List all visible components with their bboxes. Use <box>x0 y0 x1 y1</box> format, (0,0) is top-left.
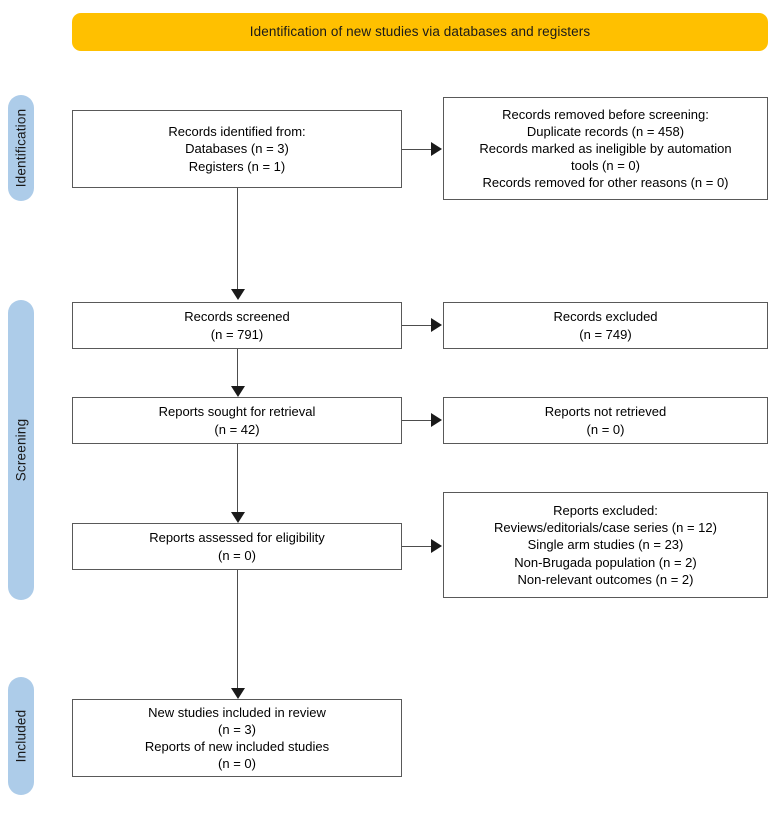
arrowhead-identified-to-screened <box>231 289 245 300</box>
box-records-identified: Records identified from: Databases (n = … <box>72 110 402 188</box>
arrowhead-sought-to-assessed <box>231 512 245 523</box>
box-reports-assessed: Reports assessed for eligibility (n = 0) <box>72 523 402 570</box>
box-reports-sought: Reports sought for retrieval (n = 42) <box>72 397 402 444</box>
arrowhead-sought-to-not-retrieved <box>431 413 442 427</box>
connector-screened-to-sought <box>237 349 238 388</box>
arrowhead-assessed-to-excluded <box>431 539 442 553</box>
connector-screened-to-excluded <box>402 325 432 326</box>
box-new-studies-included: New studies included in review (n = 3) R… <box>72 699 402 777</box>
arrowhead-identified-to-removed <box>431 142 442 156</box>
stage-pill-included: Included <box>8 677 34 795</box>
stage-label-identification: Identification <box>13 108 29 188</box>
connector-identified-to-screened <box>237 188 238 291</box>
box-records-removed: Records removed before screening: Duplic… <box>443 97 768 200</box>
connector-assessed-to-excluded <box>402 546 432 547</box>
stage-pill-identification: Identification <box>8 95 34 201</box>
connector-sought-to-assessed <box>237 444 238 514</box>
arrowhead-screened-to-excluded <box>431 318 442 332</box>
arrowhead-screened-to-sought <box>231 386 245 397</box>
box-reports-not-retrieved: Reports not retrieved (n = 0) <box>443 397 768 444</box>
box-records-excluded: Records excluded (n = 749) <box>443 302 768 349</box>
connector-assessed-to-included <box>237 570 238 690</box>
box-reports-excluded: Reports excluded: Reviews/editorials/cas… <box>443 492 768 598</box>
diagram-title: Identification of new studies via databa… <box>249 23 591 39</box>
stage-label-screening: Screening <box>13 418 29 482</box>
arrowhead-assessed-to-included <box>231 688 245 699</box>
box-records-screened: Records screened (n = 791) <box>72 302 402 349</box>
diagram-header-banner: Identification of new studies via databa… <box>72 13 768 51</box>
connector-sought-to-not-retrieved <box>402 420 432 421</box>
stage-pill-screening: Screening <box>8 300 34 600</box>
stage-label-included: Included <box>13 709 29 763</box>
connector-identified-to-removed <box>402 149 432 150</box>
